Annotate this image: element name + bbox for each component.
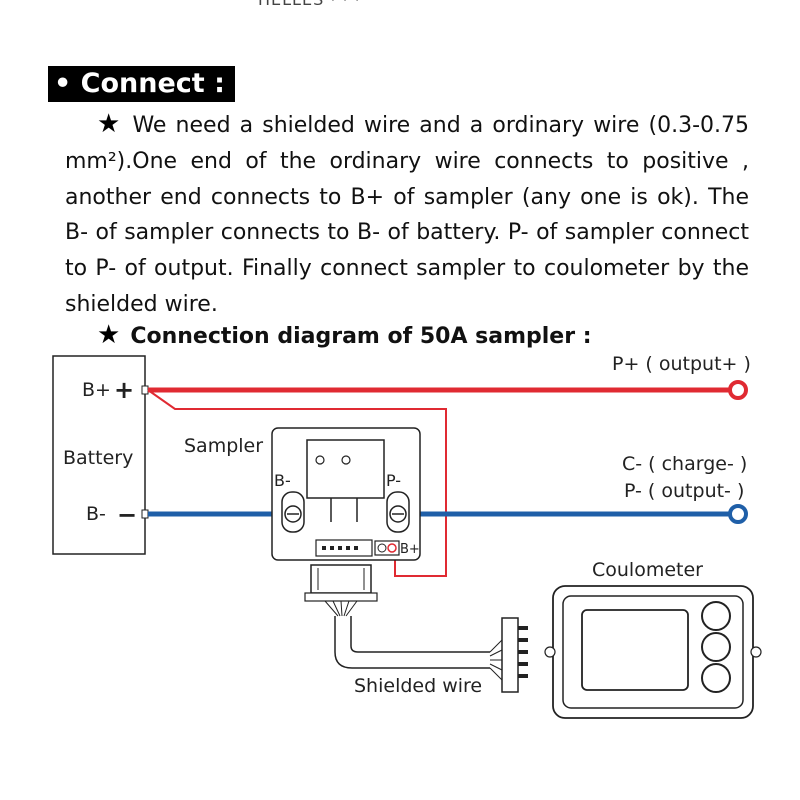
- battery-label: Battery: [63, 447, 133, 469]
- sampler-connector-header: [315, 539, 373, 557]
- battery-b-plus-label: B+: [82, 379, 111, 401]
- sampler-b-plus-label: B+: [400, 542, 420, 557]
- battery-plus-terminal: [141, 385, 149, 395]
- connector-pins: [322, 546, 358, 550]
- b-plus-screw-icon-1: [377, 543, 387, 553]
- coulometer-plug: [501, 617, 519, 693]
- shunt-hole-right: [341, 455, 351, 465]
- battery-box: [52, 355, 146, 555]
- instructions-paragraph: ★We need a shielded wire and a ordinary …: [65, 107, 749, 323]
- shielded-plug-base: [304, 592, 378, 602]
- diagram-heading: ★ Connection diagram of 50A sampler :: [65, 320, 592, 350]
- b-plus-screw-icon-2: [387, 543, 397, 553]
- coulometer-label: Coulometer: [592, 559, 703, 581]
- coulometer-button-3-icon: [701, 663, 731, 693]
- sampler-shunt-block: [306, 439, 385, 499]
- instructions-text: We need a shielded wire and a ordinary w…: [65, 113, 750, 317]
- p-plus-output-label: P+ ( output+ ): [612, 353, 751, 375]
- sampler-label: Sampler: [184, 435, 263, 457]
- coulometer-plug-pins: [518, 626, 528, 678]
- star-icon: ★: [97, 109, 123, 139]
- coulometer-mount-left: [544, 646, 556, 658]
- section-heading-connect: • Connect :: [48, 66, 235, 102]
- p-minus-output-terminal: [728, 504, 748, 524]
- battery-minus-terminal: [141, 509, 149, 519]
- battery-b-minus-label: B-: [86, 503, 106, 525]
- star-icon: ★: [97, 320, 121, 350]
- coulometer-screen: [581, 609, 689, 691]
- top-cutoff-text: HELLES · · ·: [258, 0, 361, 9]
- shielded-plug: [310, 564, 372, 594]
- coulometer-button-2-icon: [701, 632, 731, 662]
- coulometer-button-1-icon: [701, 601, 731, 631]
- shunt-hole-left: [315, 455, 325, 465]
- sampler-b-plus-wire: [147, 389, 447, 577]
- c-minus-charge-label: C- ( charge- ): [622, 453, 747, 475]
- shielded-wire-label: Shielded wire: [354, 675, 482, 697]
- battery-plus-sign: +: [114, 376, 134, 404]
- shielded-cable: [334, 616, 490, 669]
- coulometer-mount-right: [750, 646, 762, 658]
- p-minus-output-label: P- ( output- ): [624, 480, 744, 502]
- battery-minus-sign: −: [117, 501, 137, 529]
- sampler-b-minus-label: B-: [274, 471, 291, 490]
- p-plus-output-terminal: [728, 380, 748, 400]
- sampler-p-minus-label: P-: [386, 471, 401, 490]
- diagram-heading-text: Connection diagram of 50A sampler :: [130, 324, 592, 349]
